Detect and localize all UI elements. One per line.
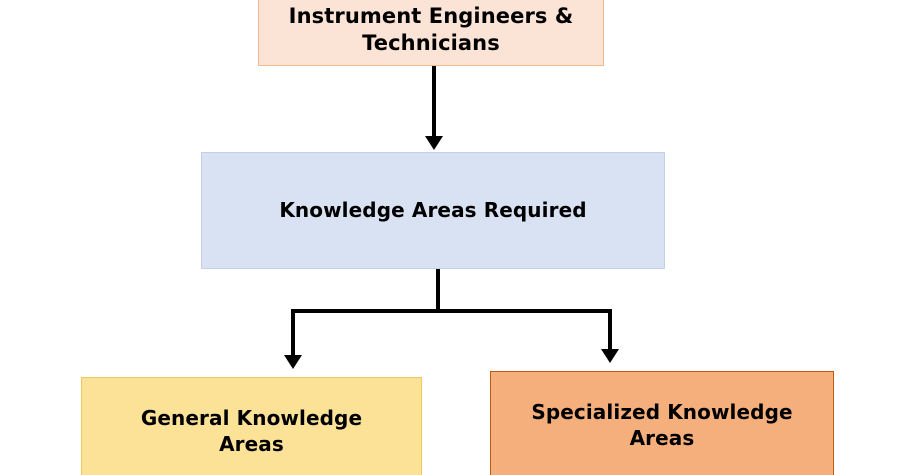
edge-knowledge-split-stem [436,269,440,313]
edge-knowledge-to-specialized-line [608,309,612,353]
node-knowledge-areas-required-label: Knowledge Areas Required [279,197,587,222]
node-general-knowledge-areas-label: General Knowledge Areas [140,406,363,456]
edge-knowledge-to-general-arrowhead-icon [284,355,302,369]
node-knowledge-areas-required[interactable]: Knowledge Areas Required [201,152,665,269]
edge-root-to-knowledge-arrowhead-icon [425,136,443,150]
node-instrument-engineers-technicians-label: Instrument Engineers & Technicians [288,4,574,56]
node-instrument-engineers-technicians[interactable]: Instrument Engineers & Technicians [258,0,604,66]
edge-root-to-knowledge-line [432,66,436,138]
edge-knowledge-to-specialized-arrowhead-icon [601,349,619,363]
edge-knowledge-to-general-line [291,309,295,359]
edge-knowledge-split-bar [291,309,612,313]
node-general-knowledge-areas[interactable]: General Knowledge Areas [81,377,422,475]
node-specialized-knowledge-areas-label: Specialized Knowledge Areas [531,400,793,450]
node-specialized-knowledge-areas[interactable]: Specialized Knowledge Areas [490,371,834,475]
